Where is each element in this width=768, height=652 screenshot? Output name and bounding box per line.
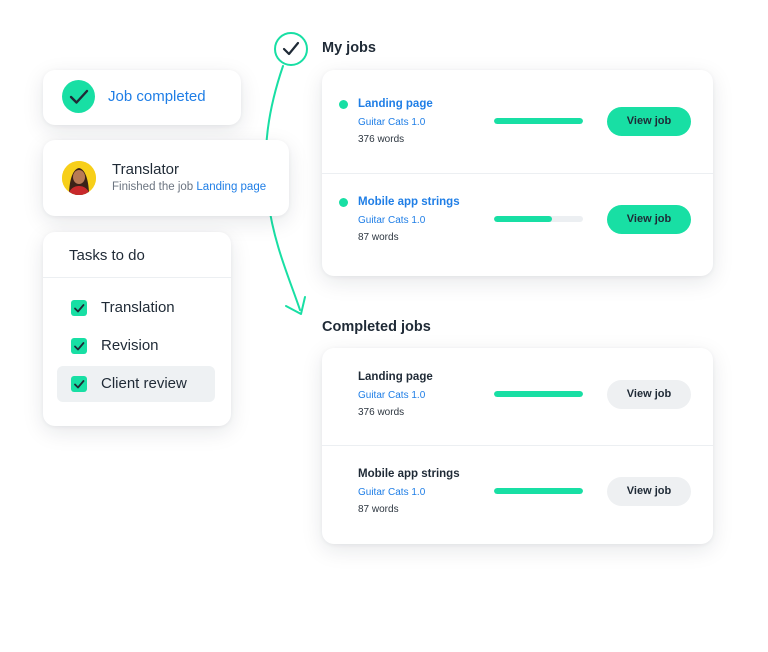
job-word-count: 376 words <box>358 407 405 418</box>
job-progress-fill <box>494 118 583 124</box>
job-word-count: 87 words <box>358 504 399 515</box>
job-word-count: 87 words <box>358 232 399 243</box>
job-project[interactable]: Guitar Cats 1.0 <box>358 117 426 128</box>
active-status-dot <box>339 100 348 109</box>
view-job-button[interactable]: View job <box>607 205 691 234</box>
job-completed-notification: Job completed <box>43 70 241 125</box>
task-revision[interactable]: Revision <box>57 328 215 364</box>
job-project[interactable]: Guitar Cats 1.0 <box>358 215 426 226</box>
check-icon <box>62 80 95 113</box>
tasks-card: Tasks to do Translation Revision Client … <box>43 232 231 426</box>
job-row: Landing page Guitar Cats 1.0 376 words V… <box>322 348 713 446</box>
job-name[interactable]: Mobile app strings <box>358 196 460 208</box>
job-progress-fill <box>494 216 552 222</box>
task-translation[interactable]: Translation <box>57 290 215 326</box>
job-progress-fill <box>494 391 583 397</box>
row-divider <box>322 445 713 446</box>
job-row: Landing page Guitar Cats 1.0 376 words V… <box>322 70 713 174</box>
flow-check-icon <box>274 32 308 66</box>
job-row: Mobile app strings Guitar Cats 1.0 87 wo… <box>322 446 713 544</box>
task-label: Revision <box>101 337 159 354</box>
job-completed-label: Job completed <box>108 88 206 105</box>
translator-avatar <box>62 161 96 195</box>
completed-jobs-card: Landing page Guitar Cats 1.0 376 words V… <box>322 348 713 544</box>
my-jobs-card: Landing page Guitar Cats 1.0 376 words V… <box>322 70 713 276</box>
job-name[interactable]: Mobile app strings <box>358 468 460 480</box>
job-row: Mobile app strings Guitar Cats 1.0 87 wo… <box>322 174 713 276</box>
task-client-review[interactable]: Client review <box>57 366 215 402</box>
completed-jobs-title: Completed jobs <box>322 319 431 335</box>
job-progress-fill <box>494 488 583 494</box>
job-project[interactable]: Guitar Cats 1.0 <box>358 487 426 498</box>
translator-message-text: Finished the job <box>112 181 194 193</box>
view-job-button[interactable]: View job <box>607 380 691 409</box>
task-label: Client review <box>101 375 187 392</box>
translator-notification: Translator Finished the job Landing page <box>43 140 289 216</box>
job-progress-bar <box>494 118 583 124</box>
view-job-button[interactable]: View job <box>607 107 691 136</box>
job-progress-bar <box>494 488 583 494</box>
job-word-count: 376 words <box>358 134 405 145</box>
job-name[interactable]: Landing page <box>358 371 433 383</box>
translator-message: Finished the job Landing page <box>112 181 266 193</box>
checkbox-checked-icon[interactable] <box>71 300 87 316</box>
job-progress-bar <box>494 391 583 397</box>
tasks-title: Tasks to do <box>69 247 145 264</box>
translator-job-link[interactable]: Landing page <box>196 181 267 193</box>
active-status-dot <box>339 198 348 207</box>
translator-name: Translator <box>112 161 179 178</box>
job-name[interactable]: Landing page <box>358 98 433 110</box>
task-label: Translation <box>101 299 175 316</box>
my-jobs-title: My jobs <box>322 40 376 56</box>
job-project[interactable]: Guitar Cats 1.0 <box>358 390 426 401</box>
checkbox-checked-icon[interactable] <box>71 338 87 354</box>
tasks-divider <box>43 277 231 278</box>
view-job-button[interactable]: View job <box>607 477 691 506</box>
job-progress-bar <box>494 216 583 222</box>
row-divider <box>322 173 713 174</box>
checkbox-checked-icon[interactable] <box>71 376 87 392</box>
